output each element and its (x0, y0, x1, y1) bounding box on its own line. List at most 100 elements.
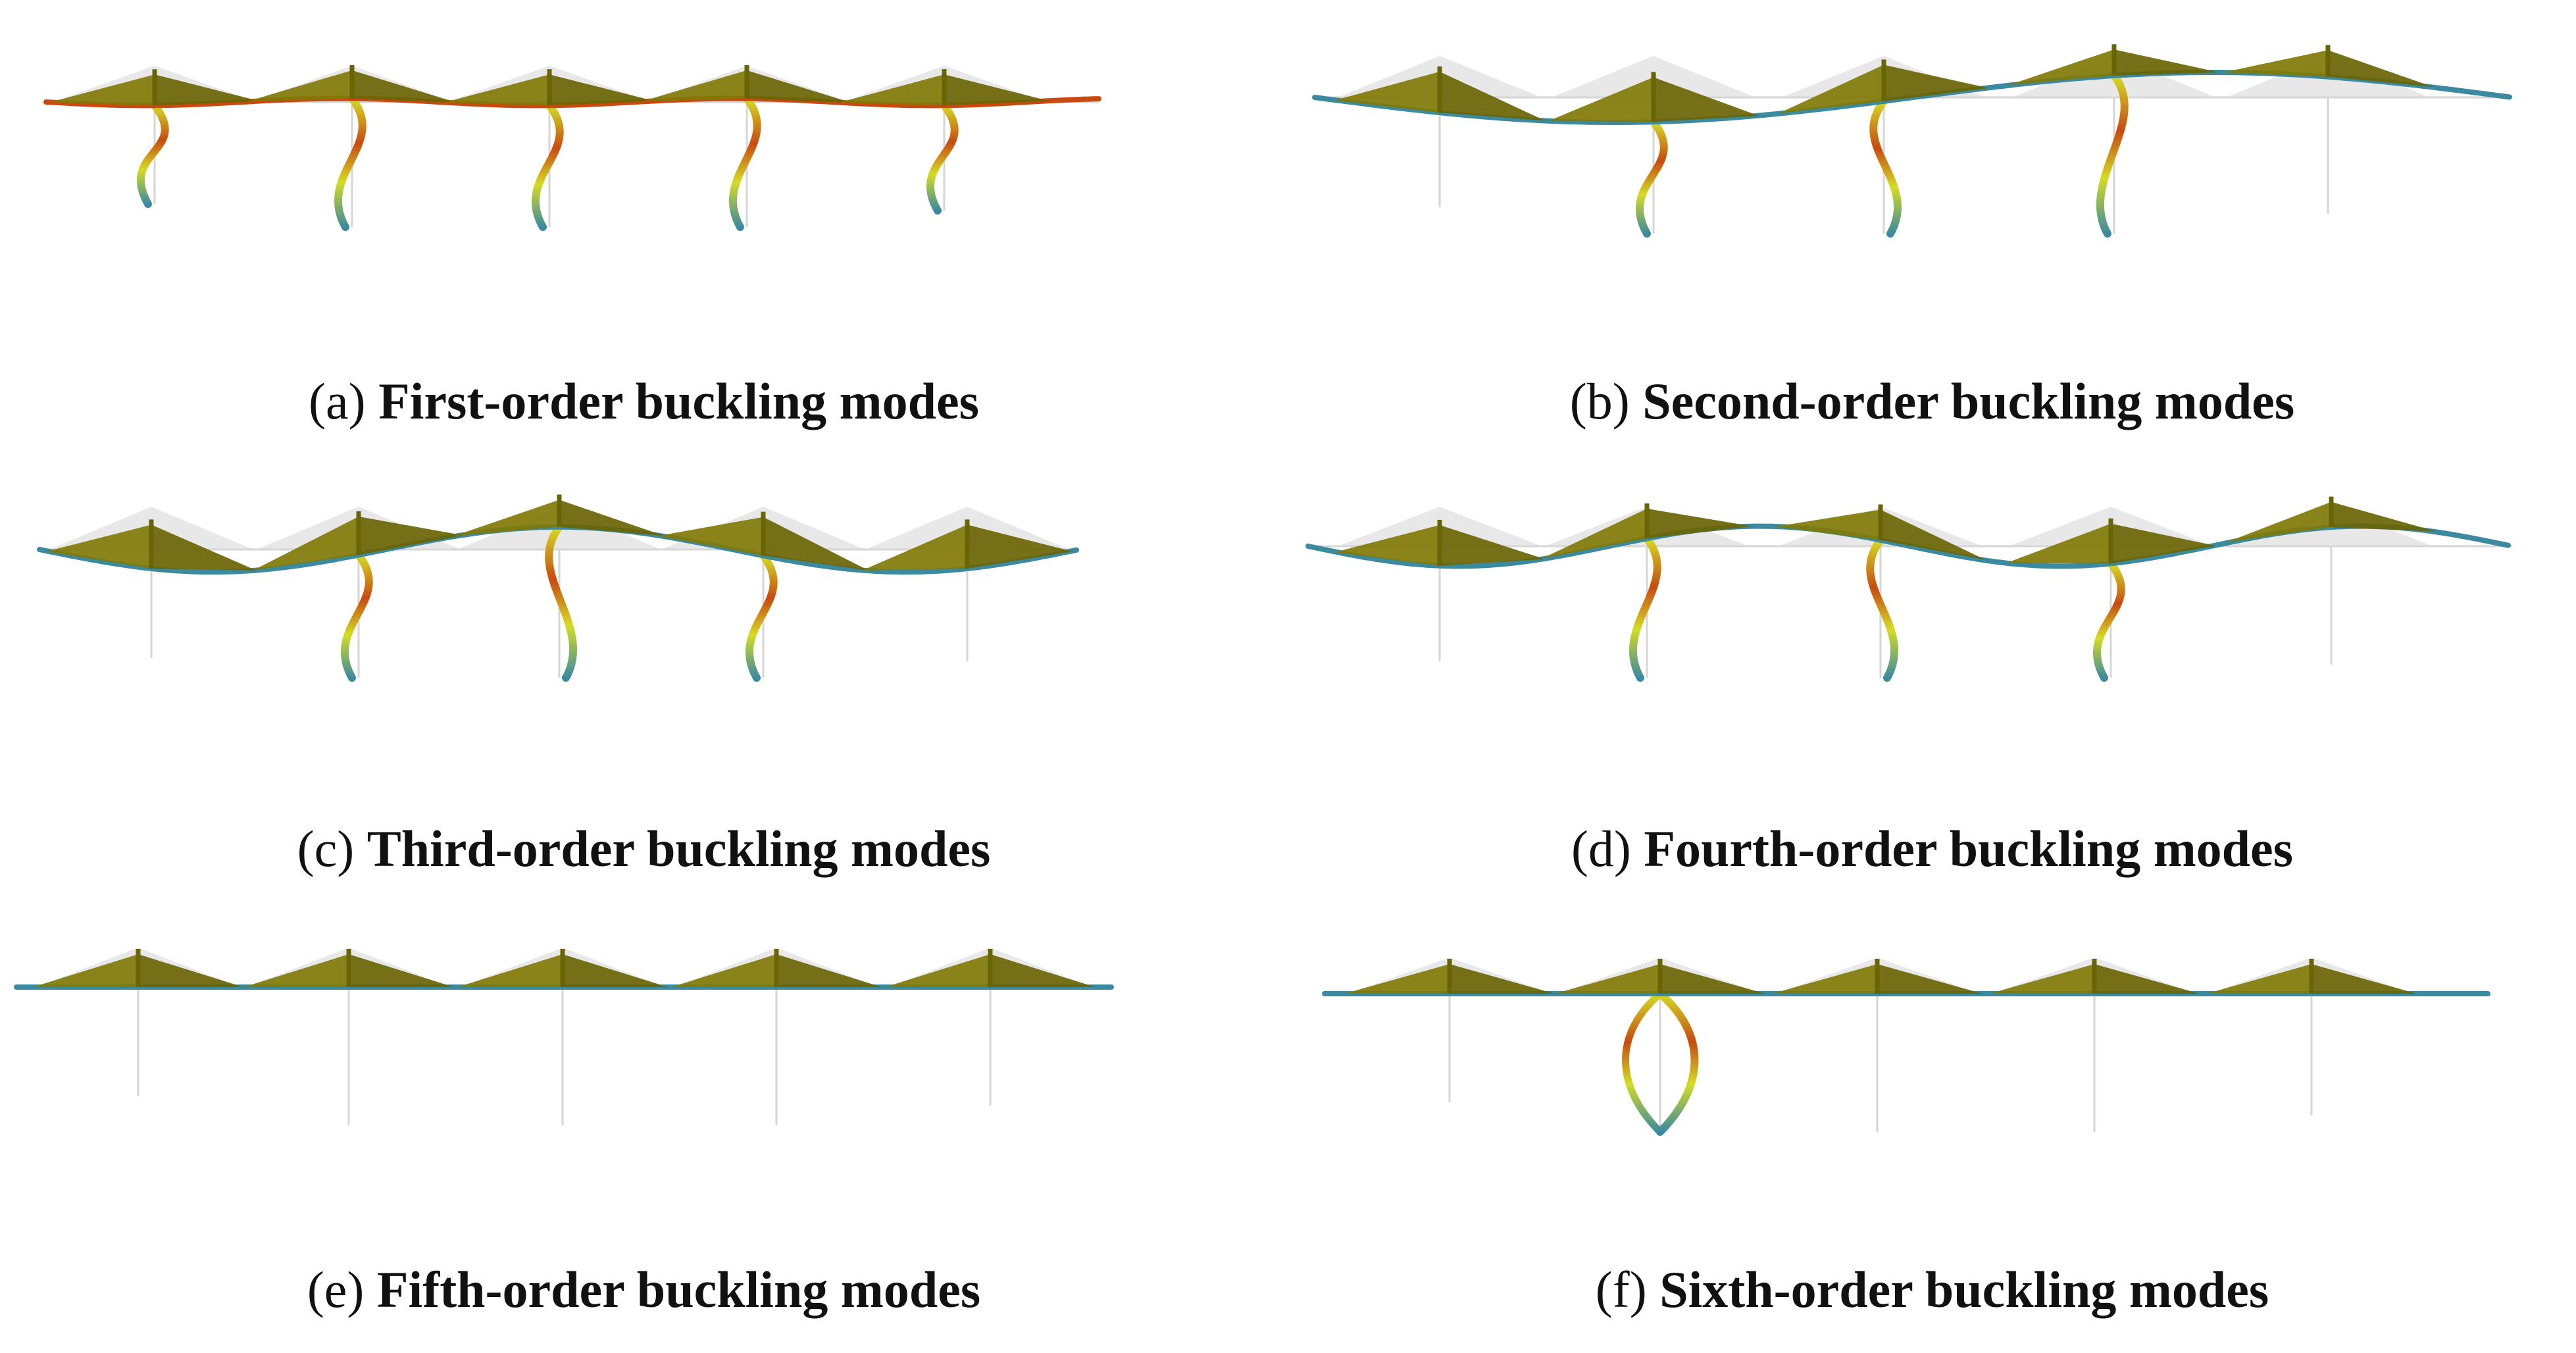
caption-title-e: Fifth-order buckling modes (376, 1261, 981, 1318)
pylon-3 (1866, 536, 1899, 682)
cable-fan-left-5 (2206, 964, 2311, 994)
pylons (1446, 990, 2315, 1136)
cable-fans (49, 64, 1049, 106)
cable-fan-left-2 (253, 517, 359, 571)
cable-fan-left-3 (1775, 509, 1881, 540)
cable-fan-left-3 (457, 954, 563, 987)
mode-diagram-c (37, 494, 1079, 682)
mode-diagram-a (43, 64, 1101, 231)
cable-fan-right-2 (1654, 77, 1759, 122)
cable-fan-left-2 (243, 954, 349, 987)
caption-d: (d) Fourth-order buckling modes (1288, 819, 2576, 879)
panel-c: (c) Third-order buckling modes (0, 451, 1288, 902)
cable-fan-left-5 (2223, 50, 2328, 77)
cable-fan-right-1 (155, 74, 260, 106)
cable-fan-right-5 (967, 524, 1073, 569)
deck-girder (43, 95, 1101, 109)
cable-fan-right-1 (1440, 71, 1545, 121)
cable-fan-right-4 (776, 954, 882, 987)
cable-fan-left-2 (247, 70, 352, 102)
caption-f: (f) Sixth-order buckling modes (1288, 1260, 2576, 1319)
caption-label-c: (c) (297, 820, 355, 877)
pylon-2 (1656, 990, 1699, 1136)
cable-fan-right-3 (559, 499, 665, 536)
pylon-2 (1629, 534, 1661, 682)
cable-fan-right-2 (349, 954, 454, 987)
cable-fan-right-3 (549, 74, 655, 106)
cable-fans (1334, 44, 2433, 122)
cable-fan-right-1 (1450, 964, 1555, 994)
cable-fan-left-3 (1772, 964, 1877, 994)
cable-fan-left-1 (1334, 524, 1440, 566)
caption-label-e: (e) (307, 1261, 365, 1318)
cable-fan-left-4 (2009, 49, 2114, 86)
cable-fan-left-3 (454, 499, 559, 536)
cable-fan-left-3 (444, 74, 549, 106)
cable-fan-right-1 (138, 954, 243, 987)
pylon-3 (545, 523, 578, 682)
cable-fan-left-4 (671, 954, 776, 987)
pylons (134, 983, 994, 1129)
caption-b: (b) Second-order buckling modes (1288, 372, 2576, 431)
cable-fan-right-2 (359, 517, 464, 555)
panel-e: (e) Fifth-order buckling modes (0, 902, 1288, 1352)
cable-fan-right-5 (2331, 501, 2437, 532)
cable-fan-right-2 (352, 70, 457, 103)
caption-title-a: First-order buckling modes (378, 372, 979, 430)
cable-fans (1344, 959, 2417, 994)
cable-fan-right-5 (2328, 50, 2433, 88)
pylon-4 (2092, 559, 2125, 682)
caption-label-b: (b) (1569, 372, 1630, 430)
pylon-3 (531, 101, 564, 231)
cable-fan-left-2 (1548, 77, 1654, 122)
caption-label-d: (d) (1571, 820, 1631, 877)
caption-title-d: Fourth-order buckling modes (1644, 820, 2294, 877)
caption-a: (a) First-order buckling modes (0, 372, 1288, 431)
pylon-2 (334, 94, 366, 231)
cable-fan-left-2 (1555, 964, 1660, 994)
pylons (147, 523, 971, 682)
cable-fans (33, 949, 1096, 987)
cable-fans (46, 494, 1073, 571)
cable-fan-right-1 (1440, 524, 1545, 566)
caption-title-c: Third-order buckling modes (366, 820, 991, 877)
pylon-4 (745, 551, 778, 682)
caption-e: (e) Fifth-order buckling modes (0, 1260, 1288, 1319)
mode-diagram-d (1305, 496, 2512, 682)
cable-fan-left-4 (1989, 964, 2094, 994)
caption-label-f: (f) (1595, 1261, 1647, 1318)
cable-fan-left-1 (49, 74, 155, 106)
caption-title-b: Second-order buckling modes (1642, 372, 2295, 430)
cable-fan-left-1 (1344, 964, 1450, 994)
cable-fan-left-4 (642, 70, 747, 102)
cable-fan-right-4 (2111, 523, 2216, 564)
caption-title-f: Sixth-order buckling modes (1659, 1261, 2269, 1318)
pylon-4 (2096, 71, 2129, 238)
cable-fan-right-3 (563, 954, 668, 987)
cable-fans (1334, 496, 2437, 566)
mode-diagram-b (1312, 44, 2512, 238)
cable-fan-right-5 (2311, 964, 2417, 994)
cable-fan-right-2 (1660, 964, 1765, 994)
cable-fan-right-4 (747, 70, 852, 103)
cable-fan-right-2 (1647, 508, 1752, 539)
cable-fan-left-4 (2006, 523, 2111, 564)
panel-a: (a) First-order buckling modes (0, 0, 1288, 451)
pylons (136, 94, 959, 231)
cable-fan-right-4 (2094, 964, 2200, 994)
caption-label-a: (a) (309, 372, 366, 430)
pylon-1 (136, 101, 169, 208)
cable-fan-right-3 (1884, 64, 1989, 101)
caption-c: (c) Third-order buckling modes (0, 819, 1288, 879)
cable-fan-left-4 (658, 517, 763, 556)
pylon-2 (340, 551, 373, 682)
cable-fan-right-3 (1881, 509, 1986, 560)
pylon-2 (1635, 118, 1668, 238)
pylon-4 (728, 94, 761, 231)
panel-b: (b) Second-order buckling modes (1288, 0, 2576, 451)
cable-fan-left-1 (33, 954, 138, 987)
cable-fan-right-5 (990, 954, 1096, 987)
pylons (1436, 523, 2335, 682)
buckled-pylon-leg (1622, 990, 1663, 1135)
